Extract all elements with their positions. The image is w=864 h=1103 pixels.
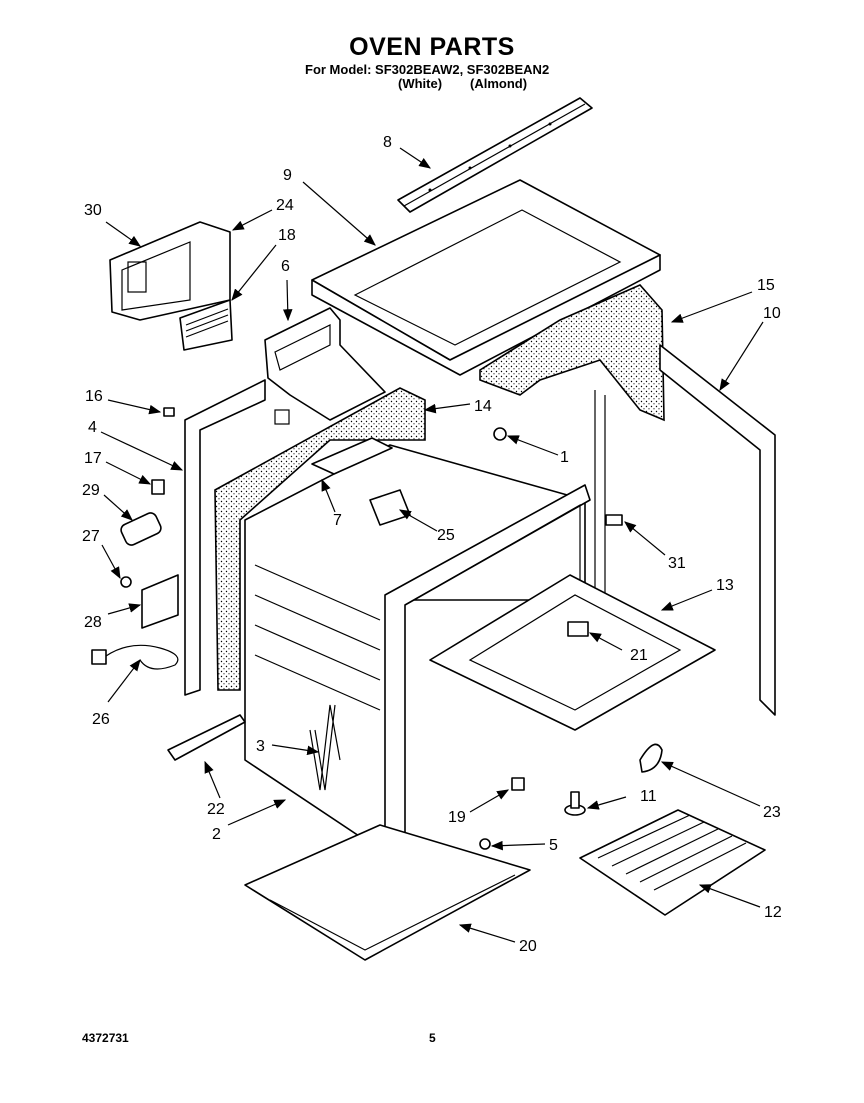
- callout-10: 10: [763, 305, 781, 322]
- part-8-top-strip: [397, 97, 593, 213]
- callout-9: 9: [283, 167, 292, 184]
- callout-25: 25: [437, 527, 455, 544]
- color-almond: (Almond): [470, 76, 528, 91]
- callout-5: 5: [549, 837, 558, 854]
- part-22-left-rail: [167, 714, 246, 761]
- part-31-bushing: [605, 514, 623, 526]
- callout-23: 23: [763, 804, 781, 821]
- part-5-screw: [479, 838, 491, 850]
- callout-13: 13: [716, 577, 734, 594]
- part-16-screw: [163, 407, 175, 417]
- callout-15: 15: [757, 277, 775, 294]
- part-12-broiler-grid: [579, 809, 766, 916]
- part-30-24-18-control-bracket: [109, 221, 233, 351]
- document-number: 4372731: [82, 1031, 129, 1045]
- callout-21: 21: [630, 647, 648, 664]
- part-11-leveler: [564, 791, 586, 816]
- part-23-gasket: [639, 743, 663, 773]
- part-28-block: [141, 574, 179, 629]
- color-white: (White): [398, 76, 443, 91]
- part-17-bracket: [151, 479, 165, 495]
- callout-24: 24: [276, 197, 294, 214]
- callout-28: 28: [84, 614, 102, 631]
- callout-17: 17: [84, 450, 102, 467]
- callout-16: 16: [85, 388, 103, 405]
- callout-14: 14: [474, 398, 492, 415]
- part-6-vent-duct: [264, 307, 386, 421]
- callout-11: 11: [640, 788, 657, 805]
- callout-19: 19: [448, 809, 466, 826]
- callout-18: 18: [278, 227, 296, 244]
- oven-cavity: [244, 444, 591, 861]
- part-15-top-insulation: [479, 284, 665, 422]
- callout-8: 8: [383, 134, 392, 151]
- part-4-left-side-panel: [184, 379, 290, 696]
- part-26-power-cord: [91, 644, 179, 670]
- part-13-oven-rack: [429, 574, 716, 731]
- callout-26: 26: [92, 711, 110, 728]
- callout-27: 27: [82, 528, 100, 545]
- callout-4: 4: [88, 419, 97, 436]
- callout-20: 20: [519, 938, 537, 955]
- page-title: OVEN PARTS: [349, 33, 515, 61]
- callout-6: 6: [281, 258, 290, 275]
- callout-31: 31: [668, 555, 686, 572]
- callout-29: 29: [82, 482, 100, 499]
- callout-30: 30: [84, 202, 102, 219]
- callout-3: 3: [256, 738, 265, 755]
- part-27-screw: [120, 576, 132, 588]
- part-20-bottom-panel: [244, 824, 531, 961]
- part-14-front-insulation: [214, 387, 426, 691]
- part-19-clip: [511, 777, 525, 791]
- page-number: 5: [429, 1031, 436, 1045]
- part-7-duct: [311, 437, 393, 475]
- leader-lines: [100, 147, 764, 943]
- part-9-top-panel: [311, 179, 661, 376]
- callout-labels: 8 9 30 24 18 6 15 10 14 16 1 4 17 29 7 2…: [82, 134, 782, 955]
- callout-12: 12: [764, 904, 782, 921]
- callout-2: 2: [212, 826, 221, 843]
- part-21-label: [567, 621, 589, 637]
- model-line: For Model: SF302BEAW2, SF302BEAN2: [305, 62, 550, 77]
- callout-7: 7: [333, 512, 342, 529]
- part-1-clip: [493, 427, 507, 441]
- callout-1: 1: [560, 449, 569, 466]
- part-29-cover: [120, 512, 162, 546]
- callout-22: 22: [207, 801, 225, 818]
